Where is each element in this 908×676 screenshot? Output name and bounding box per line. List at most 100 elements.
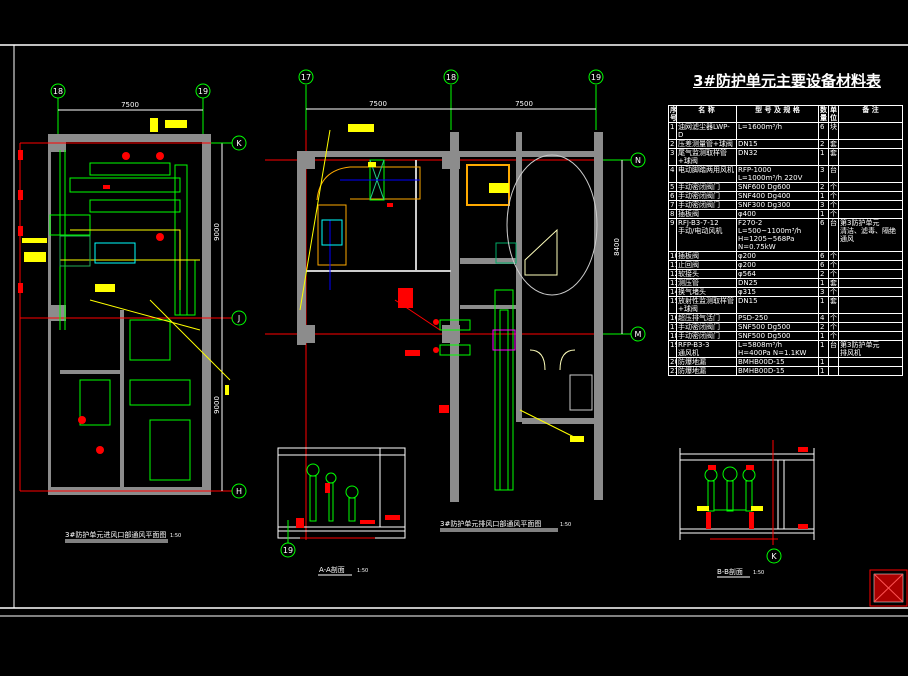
cell-spec: DN15 — [736, 296, 819, 314]
table-row: 13测压管DN251套 — [668, 278, 903, 288]
cell-unit: 个 — [828, 251, 839, 261]
mid-plan-title: 3#防护单元排风口部通风平面图 — [440, 519, 541, 528]
cell-no: 2 — [668, 139, 677, 149]
cell-qty: 4 — [818, 313, 829, 323]
cell-remark — [838, 251, 903, 261]
dim-h1: 8400 — [613, 238, 621, 256]
cell-remark — [838, 122, 903, 140]
cell-name: 测压管 — [676, 278, 737, 288]
dim-span1: 7500 — [369, 100, 387, 108]
cell-remark — [838, 278, 903, 288]
cell-qty: 2 — [818, 322, 829, 332]
svg-text:K: K — [771, 552, 777, 561]
grid-bubble-17: 17 — [298, 69, 314, 85]
grid-bubble-K: K — [766, 548, 782, 564]
svg-text:H: H — [236, 487, 242, 496]
cell-unit: 个 — [828, 269, 839, 279]
cell-remark — [838, 322, 903, 332]
cell-spec: DN15 — [736, 139, 819, 149]
cell-remark — [838, 366, 903, 376]
cell-name: 电动脚踏两用风机 — [676, 165, 737, 183]
cell-spec: φ400 — [736, 209, 819, 219]
svg-text:K: K — [236, 139, 242, 148]
cell-name: 油网滤尘器LWP-D — [676, 122, 737, 140]
cell-qty: 2 — [818, 182, 829, 192]
cell-unit: 个 — [828, 322, 839, 332]
cell-unit: 个 — [828, 191, 839, 201]
cell-spec: DN32 — [736, 148, 819, 166]
grid-bubble-18: 18 — [50, 83, 66, 99]
cell-name: 尾气监测取样管+球阀 — [676, 148, 737, 166]
grid-bubble-M: M — [630, 326, 646, 342]
section-a-a: 19 A-A剖面 1:50 — [277, 447, 406, 576]
cell-qty: 1 — [818, 148, 829, 166]
cell-spec: RFP-1000 L=1000m³/h 220V — [736, 165, 819, 183]
table-header-row: 序号 名 称 型 号 及 规 格 数量 单位 备 注 — [668, 105, 903, 123]
cell-qty: 1 — [818, 191, 829, 201]
cell-no: 15 — [668, 296, 677, 314]
table-row: 12软接头φ5642个 — [668, 269, 903, 279]
cell-unit: 套 — [828, 148, 839, 166]
cell-remark — [838, 148, 903, 166]
cell-qty: 6 — [818, 251, 829, 261]
left-plan-title: 3#防护单元进风口部通风平面图 — [65, 530, 166, 539]
grid-bubble-K: K — [211, 135, 247, 151]
cell-qty: 1 — [818, 357, 829, 367]
section-a-scale: 1:50 — [357, 568, 368, 574]
cell-unit: 个 — [828, 313, 839, 323]
cell-remark — [838, 200, 903, 210]
cell-no: 9 — [668, 218, 677, 252]
cell-remark: 第3防护单元 排风机 — [838, 340, 903, 358]
cell-unit: 个 — [828, 260, 839, 270]
cell-unit: 套 — [828, 278, 839, 288]
cell-spec: F270-2 L=500~1100m³/h H=1205~568Pa N=0.7… — [736, 218, 819, 252]
cell-remark: 第3防护单元 清洁、滤毒、隔绝通风 — [838, 218, 903, 252]
col-header-unit: 单位 — [828, 105, 839, 123]
cell-qty: 2 — [818, 269, 829, 279]
cell-unit: 套 — [828, 296, 839, 314]
section-a-title: A-A剖面 — [319, 565, 345, 574]
cell-unit: 台 — [828, 340, 839, 358]
cell-no: 4 — [668, 165, 677, 183]
cell-name: 换气堵头 — [676, 287, 737, 297]
cell-no: 7 — [668, 200, 677, 210]
col-header-spec: 型 号 及 规 格 — [736, 105, 819, 123]
middle-plan: 7500 7500 — [265, 69, 646, 540]
cell-spec: L=1600m³/h — [736, 122, 819, 140]
grid-bubble-19: 19 — [588, 69, 604, 85]
section-b-title: B-B剖面 — [717, 567, 743, 576]
cell-spec: SNF300 Dg300 — [736, 200, 819, 210]
cell-remark — [838, 260, 903, 270]
cell-qty: 1 — [818, 209, 829, 219]
cell-qty: 6 — [818, 218, 829, 252]
cell-no: 19 — [668, 340, 677, 358]
equipment-table-title: 3#防护单元主要设备材料表 — [692, 72, 881, 90]
cell-name: 手动密闭阀门 — [676, 200, 737, 210]
svg-text:18: 18 — [446, 73, 456, 82]
sheet-frame — [0, 44, 908, 617]
cell-qty: 6 — [818, 122, 829, 140]
cell-remark — [838, 182, 903, 192]
cell-no: 11 — [668, 260, 677, 270]
cell-name: 手动密闭阀门 — [676, 322, 737, 332]
cell-name: 手动密闭阀门 — [676, 331, 737, 341]
cell-name: 防爆地漏 — [676, 366, 737, 376]
cell-no: 16 — [668, 313, 677, 323]
cell-unit: 个 — [828, 182, 839, 192]
col-header-no: 序号 — [668, 105, 677, 123]
col-header-remark: 备 注 — [838, 105, 903, 123]
grid-bubble-H: H — [231, 483, 247, 499]
table-row: 20防爆地漏BMHB00D-151 — [668, 357, 903, 367]
grid-bubble-19: 19 — [195, 83, 211, 99]
svg-text:19: 19 — [591, 73, 601, 82]
cell-name: 超压排气活门 — [676, 313, 737, 323]
cell-unit — [828, 357, 839, 367]
cell-no: 8 — [668, 209, 677, 219]
table-row: 14换气堵头φ3153个 — [668, 287, 903, 297]
cell-spec: PSD-250 — [736, 313, 819, 323]
svg-text:J: J — [237, 314, 240, 323]
